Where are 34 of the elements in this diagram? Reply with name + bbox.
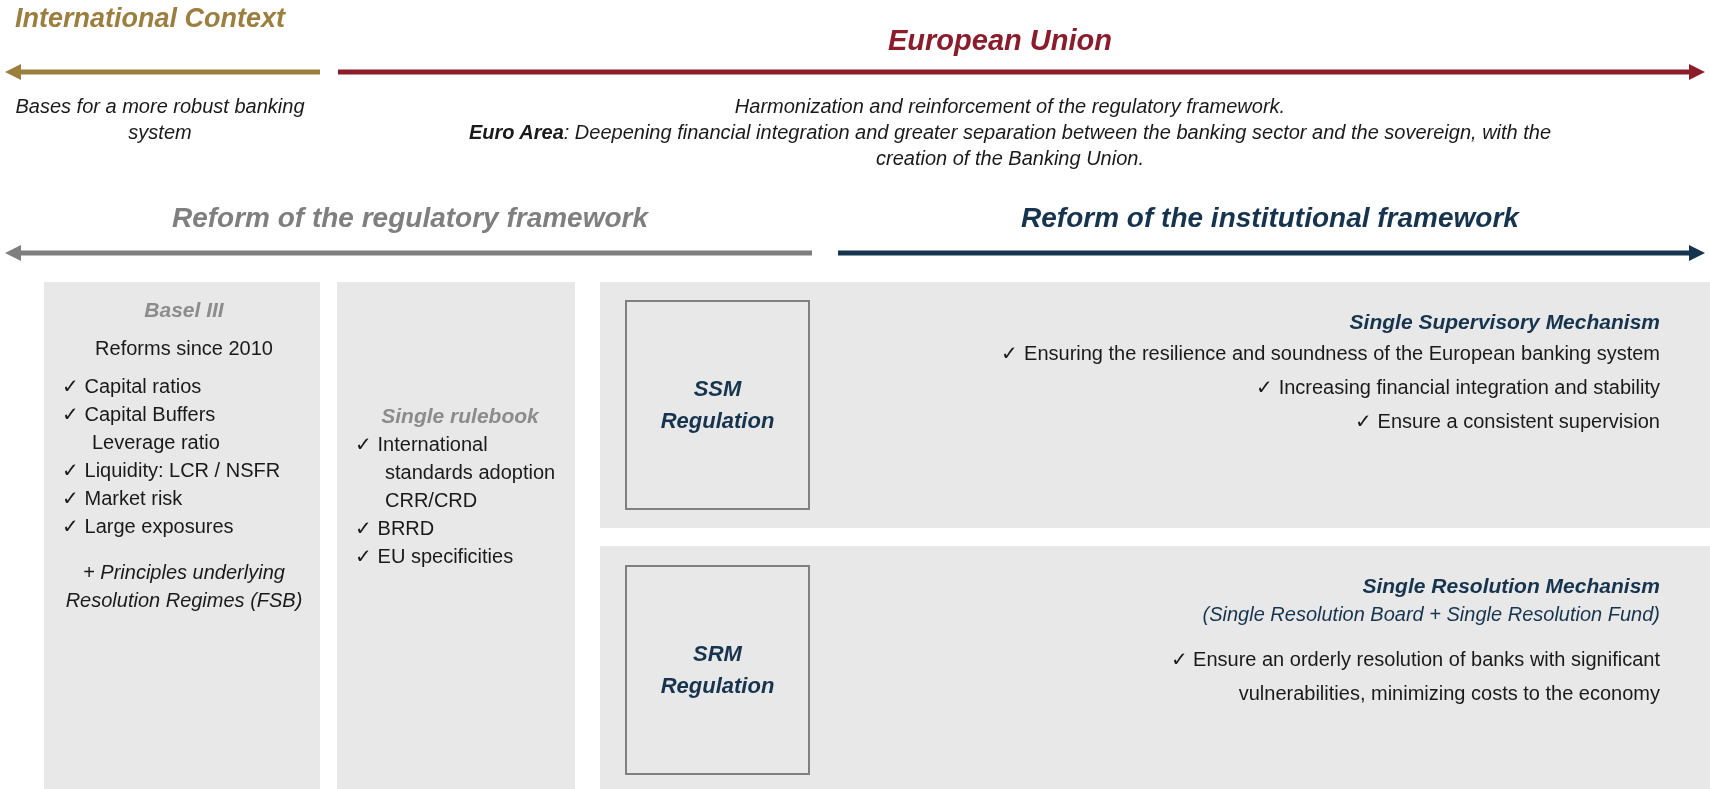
regulation-label: SSM Regulation <box>659 375 776 435</box>
list-item: ✓ Large exposures <box>62 514 235 539</box>
list-item: ✓ Ensuring the resilience and soundness of the European banking system <box>1000 341 1660 366</box>
regulation-box <box>625 565 810 775</box>
context-note: Euro Area: Deepening financial integration and greater separation between the banking sector and the sovereign, with the creation of the Banking Union. <box>467 120 1553 171</box>
list-item: ✓ EU specificities <box>355 544 515 569</box>
regulation-box <box>625 300 810 510</box>
list-item: CRR/CRD <box>384 488 479 513</box>
panel-heading: Single Resolution Mechanism <box>1361 573 1660 599</box>
list-item: ✓ Capital Buffers <box>62 402 217 427</box>
panel-subheading: Reforms since 2010 <box>94 336 274 361</box>
section-title: Reform of the regulatory framework <box>170 201 650 235</box>
panel-subheading: (Single Resolution Board + Single Resolution Fund) <box>1201 602 1660 627</box>
context-note: Bases for a more robust banking system <box>14 94 306 145</box>
panel-heading: Basel III <box>143 297 225 323</box>
context-note: Harmonization and reinforcement of the regulatory framework. <box>733 94 1287 119</box>
list-item: ✓ Liquidity: LCR / NSFR <box>62 458 282 483</box>
section-title: International Context <box>14 2 287 34</box>
section-title: European Union <box>887 23 1113 58</box>
panel-note: + Principles underlying Resolution Regimes (FSB) <box>64 560 304 613</box>
list-item: ✓ Capital ratios <box>62 374 203 399</box>
panel-heading: Single Supervisory Mechanism <box>1348 309 1660 335</box>
list-item: ✓ BRRD <box>355 516 436 541</box>
list-item: Leverage ratio <box>91 430 221 455</box>
list-item: ✓ Ensure a consistent supervision <box>1354 409 1660 434</box>
panel-heading: Single rulebook <box>380 403 540 429</box>
info-panel <box>600 546 1710 789</box>
info-panel <box>600 282 1710 528</box>
list-item: ✓ Increasing financial integration and stability <box>1255 375 1660 400</box>
list-item: ✓ Ensure an orderly resolution of banks with significant vulnerabilities, minimizing costs to the economy <box>1169 647 1660 706</box>
list-item: ✓ Market risk <box>62 486 184 511</box>
list-item: ✓ International standards adoption <box>355 432 557 485</box>
section-title: Reform of the institutional framework <box>1020 201 1521 235</box>
regulation-label: SRM Regulation <box>659 640 776 700</box>
